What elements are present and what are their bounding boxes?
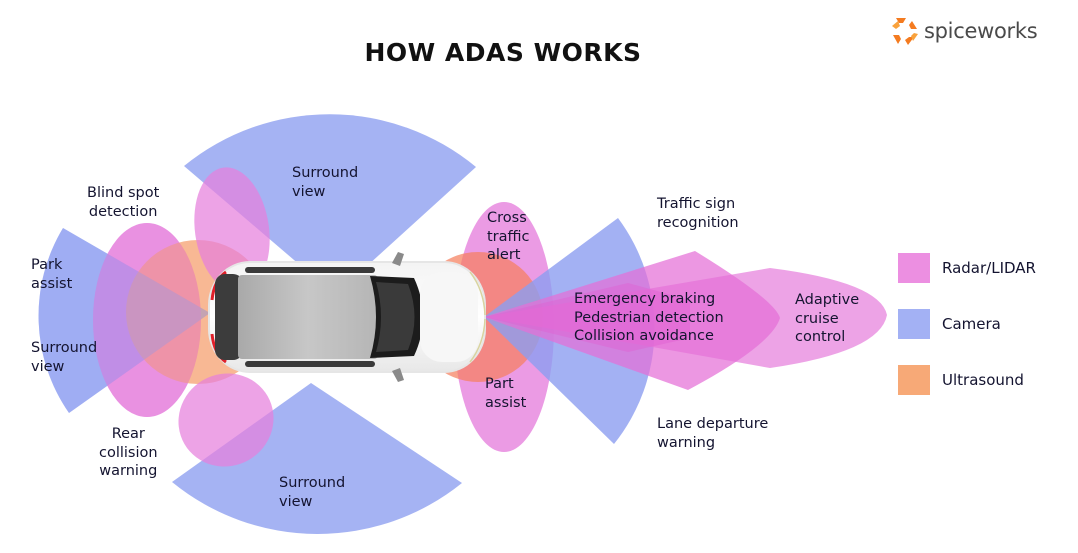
- label-lane-departure: Lane departure warning: [657, 415, 768, 452]
- legend-swatch-camera: [898, 309, 930, 339]
- label-line: Collision avoidance: [574, 328, 714, 344]
- label-park-assist: Park assist: [31, 256, 72, 293]
- label-line: Part: [485, 376, 514, 392]
- label-line: detection: [88, 203, 158, 220]
- car-top-view: [208, 252, 486, 382]
- spiceworks-logo-icon: [892, 18, 918, 45]
- label-cross-traffic: Cross traffic alert: [487, 209, 530, 265]
- label-adaptive-cruise: Adaptive cruise control: [795, 291, 859, 347]
- radar-zone-short-range: [484, 283, 690, 352]
- label-line: Traffic sign: [657, 196, 736, 212]
- label-traffic-sign: Traffic sign recognition: [657, 195, 739, 232]
- label-emergency-braking: Emergency braking Pedestrian detection C…: [574, 290, 724, 346]
- diagram-title: HOW ADAS WORKS: [364, 38, 642, 67]
- label-line: recognition: [657, 214, 739, 231]
- label-line: Cross: [487, 210, 527, 226]
- label-line: view: [31, 358, 65, 375]
- label-surround-view-left: Surround view: [31, 339, 97, 376]
- camera-zone-bottom: [172, 383, 462, 534]
- label-line: Park: [31, 257, 63, 273]
- label-blind-spot: Blind spot detection: [87, 184, 159, 221]
- legend-item-ultrasound: Ultrasound: [898, 365, 1036, 395]
- brand-logo[interactable]: spiceworks: [890, 14, 1038, 48]
- camera-zone-top: [184, 114, 476, 295]
- legend-item-camera: Camera: [898, 309, 1036, 339]
- brand-name: spiceworks: [924, 19, 1038, 43]
- label-surround-view-bottom: Surround view: [279, 474, 345, 511]
- radar-zone-lower-left: [178, 373, 274, 467]
- label-line: assist: [485, 394, 527, 411]
- legend-swatch-radar-lidar: [898, 253, 930, 283]
- label-line: Lane departure: [657, 416, 769, 432]
- label-line: Surround: [279, 475, 346, 491]
- legend-label: Camera: [942, 315, 1001, 333]
- label-line: collision: [99, 444, 158, 461]
- label-rear-collision: Rear collision warning: [99, 425, 158, 481]
- legend-item-radar-lidar: Radar/LIDAR: [898, 253, 1036, 283]
- label-line: Blind spot: [87, 185, 160, 201]
- label-line: Emergency braking: [574, 291, 716, 307]
- label-line: Surround: [292, 165, 359, 181]
- radar-zone-mid-range: [484, 251, 780, 390]
- label-line: Adaptive: [795, 292, 860, 308]
- label-line: cruise: [795, 310, 839, 327]
- label-line: alert: [487, 247, 521, 263]
- label-line: view: [292, 183, 326, 200]
- legend: Radar/LIDAR Camera Ultrasound: [898, 253, 1036, 421]
- label-line: control: [795, 329, 846, 345]
- label-part-assist: Part assist: [485, 375, 526, 412]
- legend-label: Ultrasound: [942, 371, 1024, 389]
- label-line: Pedestrian detection: [574, 309, 724, 326]
- label-line: Surround: [31, 340, 98, 356]
- label-line: traffic: [487, 228, 530, 245]
- label-surround-view-top: Surround view: [292, 164, 358, 201]
- label-line: assist: [31, 275, 73, 292]
- label-line: Rear: [111, 426, 145, 442]
- legend-swatch-ultrasound: [898, 365, 930, 395]
- label-line: warning: [657, 434, 716, 451]
- label-line: view: [279, 493, 313, 510]
- label-line: warning: [99, 463, 158, 479]
- legend-label: Radar/LIDAR: [942, 259, 1036, 277]
